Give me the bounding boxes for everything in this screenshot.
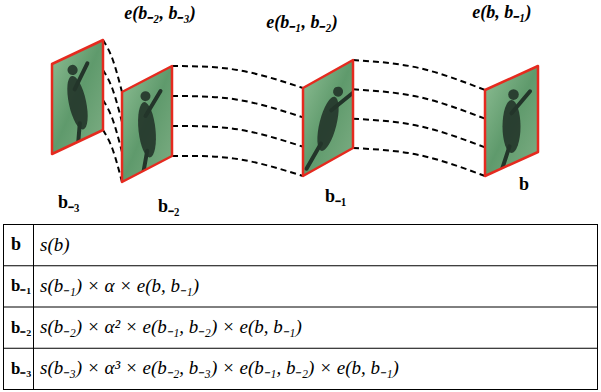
frame-label: b₋₂ xyxy=(158,196,179,218)
frame-label: b xyxy=(519,174,529,196)
video-frame: b xyxy=(485,66,538,176)
edge-label: e(b₋₁, b₋₂) xyxy=(264,12,340,34)
table-row-key: b xyxy=(11,225,21,266)
frame-illustration xyxy=(122,66,172,182)
similarity-link xyxy=(172,66,303,176)
edge-label: e(b, b₋₁) xyxy=(470,2,533,24)
video-frame: b₋₂ xyxy=(122,66,172,182)
table-formula: s(b₋₃) × α³ × e(b₋₂, b₋₃) × e(b₋₁, b₋₂) … xyxy=(40,348,399,389)
frame-illustration xyxy=(485,66,538,176)
similarity-link xyxy=(353,60,485,176)
similarity-link xyxy=(103,40,122,182)
table-formula: s(b) xyxy=(40,225,70,266)
edge-label: e(b₋₂, b₋₃) xyxy=(122,3,198,25)
frame-label: b₋₁ xyxy=(325,186,346,208)
frame-label: b₋₃ xyxy=(58,192,79,214)
frame-illustration xyxy=(52,40,103,154)
video-frame: b₋₁ xyxy=(303,60,353,176)
table-formula: s(b₋₁) × α × e(b, b₋₁) xyxy=(40,266,199,307)
table-formula: s(b₋₂) × α² × e(b₋₁, b₋₂) × e(b, b₋₁) xyxy=(40,307,302,348)
frame-illustration xyxy=(303,60,353,176)
table-row-key: b₋₂ xyxy=(11,307,31,348)
video-frame: b₋₃ xyxy=(52,40,103,154)
table-row-key: b₋₁ xyxy=(11,266,31,307)
table-row-key: b₋₃ xyxy=(11,348,31,389)
